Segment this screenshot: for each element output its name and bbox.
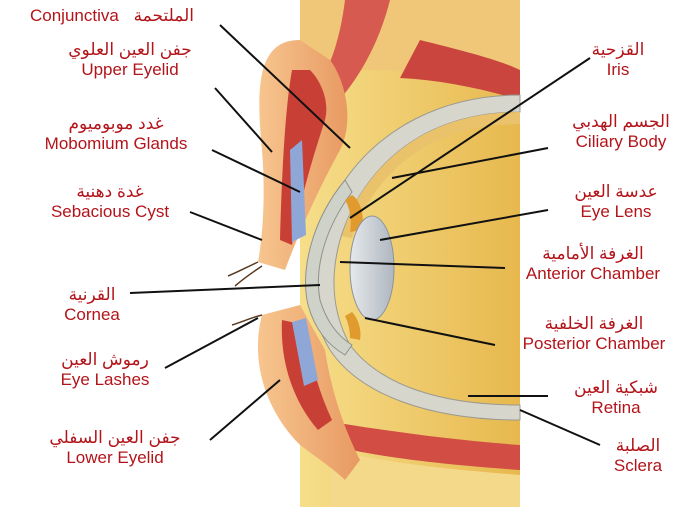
label-mobomium-glands: غدد موبوميوم Mobomium Glands: [18, 114, 214, 154]
label-upper-eyelid-en: Upper Eyelid: [81, 60, 179, 79]
label-conjunctiva-en: Conjunctiva: [30, 6, 119, 25]
leader-lines-left: [129, 24, 351, 441]
label-eye-lens-ar: عدسة العين: [574, 182, 658, 201]
label-conjunctiva: Conjunctiva الملتحمة: [30, 6, 194, 26]
leader-eye-lashes: [164, 317, 259, 369]
label-cornea-en: Cornea: [64, 305, 120, 324]
leader-sclera: [519, 409, 601, 446]
label-retina-en: Retina: [591, 398, 641, 417]
iris-shape: [345, 195, 363, 232]
label-eye-lashes-ar: رموش العين: [61, 350, 149, 369]
label-anterior-chamber-en: Anterior Chamber: [525, 264, 661, 283]
label-upper-eyelid-ar: جفن العين العلوي: [68, 40, 192, 59]
leader-lower-eyelid: [209, 379, 281, 441]
upper-muscle-band-2: [400, 40, 520, 100]
label-posterior-chamber: الغرفة الخلفية Posterior Chamber: [496, 314, 692, 354]
label-anterior-chamber-ar: الغرفة الأمامية: [542, 244, 644, 263]
label-iris: القزحية Iris: [578, 40, 658, 80]
leader-mobomium-glands: [211, 149, 301, 193]
label-iris-ar: القزحية: [591, 40, 645, 59]
lower-muscle-band: [320, 420, 520, 470]
lower-orbital-floor: [330, 450, 520, 507]
label-posterior-chamber-en: Posterior Chamber: [522, 334, 666, 353]
lens-shape: [349, 215, 395, 321]
label-lower-eyelid: جفن العين السفلي Lower Eyelid: [24, 428, 206, 468]
label-ciliary-body-en: Ciliary Body: [575, 132, 667, 151]
label-eye-lens-en: Eye Lens: [580, 202, 652, 221]
leader-posterior-chamber: [364, 317, 496, 346]
label-upper-eyelid: جفن العين العلوي Upper Eyelid: [45, 40, 215, 80]
label-mobomium-glands-ar: غدد موبوميوم: [68, 114, 164, 133]
leader-lines-right: [339, 57, 601, 446]
iris-lower: [345, 312, 361, 340]
label-ciliary-body: الجسم الهدبي Ciliary Body: [546, 112, 696, 152]
lower-tarsal-gland: [292, 318, 318, 386]
retina-layer: [342, 112, 520, 238]
leader-upper-eyelid: [214, 87, 273, 153]
leader-ciliary-body: [391, 147, 549, 179]
label-sebacious-cyst: غدة دهنية Sebacious Cyst: [30, 182, 190, 222]
leader-anterior-chamber: [339, 261, 506, 269]
leader-eye-lens: [379, 209, 549, 241]
eyelashes: [227, 261, 263, 326]
label-iris-en: Iris: [606, 60, 630, 79]
label-sclera: الصلبة Sclera: [600, 436, 676, 476]
cornea-shape: [305, 179, 353, 356]
label-sclera-en: Sclera: [613, 456, 663, 475]
leader-sebacious-cyst: [189, 211, 263, 241]
label-cornea: القرنية Cornea: [52, 285, 132, 325]
label-sebacious-cyst-ar: غدة دهنية: [76, 182, 144, 201]
label-lower-eyelid-en: Lower Eyelid: [66, 448, 164, 467]
label-conjunctiva-ar: الملتحمة: [133, 6, 194, 25]
label-mobomium-glands-en: Mobomium Glands: [44, 134, 188, 153]
label-anterior-chamber: الغرفة الأمامية Anterior Chamber: [498, 244, 688, 284]
label-eye-lens: عدسة العين Eye Lens: [556, 182, 676, 222]
label-retina: شبكية العين Retina: [556, 378, 676, 418]
label-eye-lashes: رموش العين Eye Lashes: [40, 350, 170, 390]
leader-iris: [349, 57, 591, 219]
label-sclera-ar: الصلبة: [615, 436, 661, 455]
label-lower-eyelid-ar: جفن العين السفلي: [49, 428, 181, 447]
leader-cornea: [129, 284, 321, 294]
label-posterior-chamber-ar: الغرفة الخلفية: [544, 314, 644, 333]
label-retina-ar: شبكية العين: [574, 378, 658, 397]
label-eye-lashes-en: Eye Lashes: [60, 370, 150, 389]
leader-conjunctiva: [219, 24, 351, 149]
label-sebacious-cyst-en: Sebacious Cyst: [50, 202, 170, 221]
label-ciliary-body-ar: الجسم الهدبي: [572, 112, 670, 131]
label-cornea-ar: القرنية: [68, 285, 116, 304]
